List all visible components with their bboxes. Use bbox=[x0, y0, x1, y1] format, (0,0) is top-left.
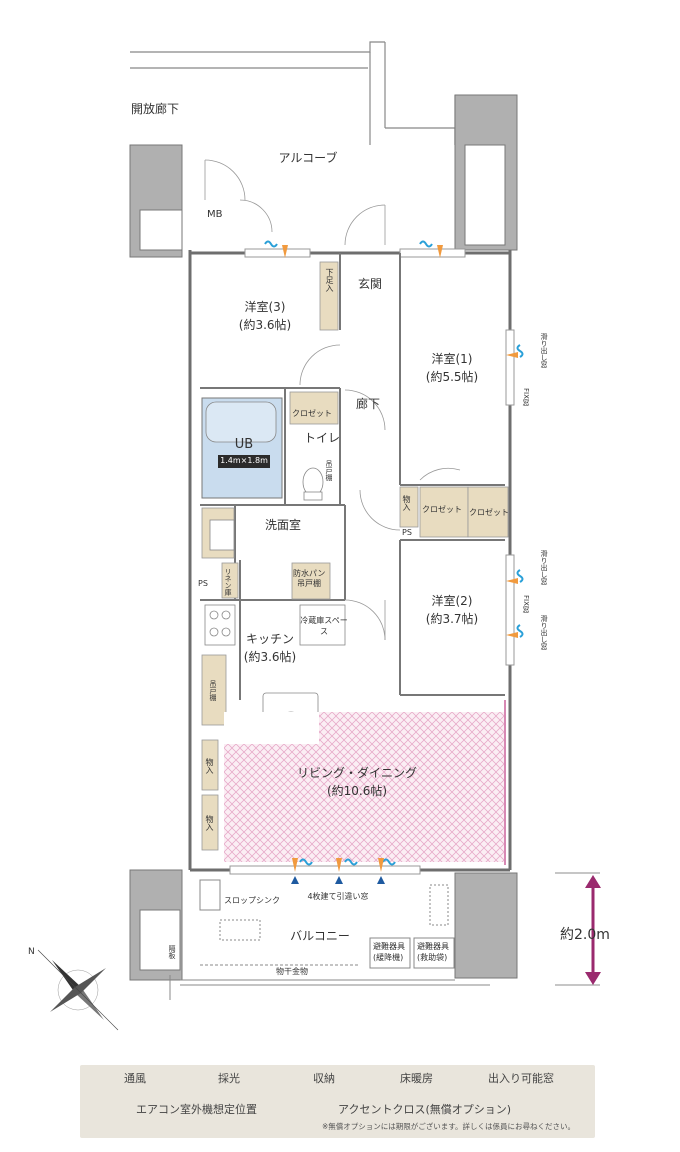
label-hanging-shelf-toilet: 吊戸棚 bbox=[325, 460, 333, 481]
room-western-3-name: 洋室(3) bbox=[244, 300, 286, 314]
label-toilet: トイレ bbox=[304, 431, 341, 445]
label-ps-2: PS bbox=[198, 579, 208, 588]
label-hanging-shelf-kitchen: 吊戸棚 bbox=[209, 680, 217, 701]
balcony-area bbox=[169, 879, 490, 1000]
label-evac-2-type: (救助袋) bbox=[417, 953, 448, 962]
legend-note: ※無償オプションには期限がございます。詳しくは係員にお尋ねください。 bbox=[322, 1122, 576, 1131]
label-balcony: バルコニー bbox=[290, 929, 350, 943]
label-waterproof-pan: 防水パン bbox=[293, 569, 326, 578]
label-fridge: 冷蔵庫スペース bbox=[300, 616, 348, 636]
door-swings bbox=[204, 159, 461, 641]
room-western-1-name: 洋室(1) bbox=[431, 352, 473, 366]
label-washroom: 洗面室 bbox=[265, 518, 302, 532]
daylight-markers bbox=[282, 245, 518, 872]
room-western-3: 洋室(3) (約3.6帖) bbox=[239, 298, 291, 334]
label-partition: 隔板 bbox=[168, 945, 176, 959]
label-entrance: 玄関 bbox=[358, 277, 383, 291]
label-slide-window-3: 滑り出し窓 bbox=[540, 615, 548, 650]
label-ps-1: PS bbox=[402, 528, 412, 537]
room-ub-name: UB bbox=[234, 437, 254, 452]
room-western-3-size: (約3.6帖) bbox=[238, 318, 292, 332]
room-western-1-size: (約5.5帖) bbox=[425, 370, 479, 384]
label-slide-window-1: 滑り出し窓 bbox=[540, 333, 548, 368]
compass-icon: N bbox=[28, 947, 119, 1031]
label-hanging-shelf-wash: 吊戸棚 bbox=[297, 579, 321, 588]
legend-accent-cloth: アクセントクロス(無償オプション) bbox=[338, 1103, 512, 1116]
label-storage-3: 物入 bbox=[205, 815, 214, 831]
label-evac-1-type: (緩降機) bbox=[373, 953, 404, 962]
label-evac-2: 避難器具 bbox=[417, 942, 449, 951]
legend-ventilation: 通風 bbox=[124, 1072, 146, 1085]
label-four-sliding-window: 4枚建て引違い窓 bbox=[307, 892, 369, 901]
label-linen: リネン庫 bbox=[224, 568, 232, 596]
label-fix-window-2: FIX窓 bbox=[522, 595, 530, 613]
label-alcove: アルコーブ bbox=[278, 151, 338, 165]
label-mb: MB bbox=[207, 209, 223, 220]
label-shoe-storage: 下足入 bbox=[325, 268, 334, 292]
toilet-fixture bbox=[302, 467, 324, 501]
legend-ac-outdoor: エアコン室外機想定位置 bbox=[136, 1103, 257, 1116]
interior-walls bbox=[200, 253, 505, 700]
label-closet-1b: クロゼット bbox=[469, 508, 509, 517]
room-living: リビング・ダイニング (約10.6帖) bbox=[297, 764, 417, 800]
svg-text:N: N bbox=[28, 947, 35, 957]
label-storage-1: 物入 bbox=[402, 495, 411, 511]
room-kitchen: キッチン (約3.6帖) bbox=[244, 630, 296, 666]
room-living-name: リビング・ダイニング bbox=[296, 766, 418, 780]
room-kitchen-name: キッチン bbox=[245, 632, 295, 646]
label-closet-1a: クロゼット bbox=[422, 505, 462, 514]
legend bbox=[80, 1065, 595, 1138]
room-western-2: 洋室(2) (約3.7帖) bbox=[426, 592, 478, 628]
room-living-size: (約10.6帖) bbox=[326, 784, 388, 798]
room-ub-size: 1.4m×1.8m bbox=[220, 456, 268, 465]
label-slop-sink: スロップシンク bbox=[224, 896, 280, 905]
room-western-2-size: (約3.7帖) bbox=[425, 612, 479, 626]
legend-floor-heating: 床暖房 bbox=[400, 1072, 433, 1085]
room-western-1: 洋室(1) (約5.5帖) bbox=[426, 350, 478, 386]
label-storage-2: 物入 bbox=[205, 758, 214, 774]
height-arrow bbox=[585, 875, 601, 985]
label-fix-window-1: FIX窓 bbox=[522, 388, 530, 406]
label-laundry-hardware: 物干金物 bbox=[276, 967, 308, 976]
room-kitchen-size: (約3.6帖) bbox=[243, 650, 297, 664]
legend-daylight: 採光 bbox=[218, 1072, 240, 1085]
legend-storage: 収納 bbox=[313, 1072, 335, 1085]
label-closet-3: クロゼット bbox=[292, 409, 332, 418]
label-open-corridor: 開放廊下 bbox=[131, 102, 180, 116]
ventilation-markers bbox=[264, 240, 524, 866]
access-window-markers bbox=[291, 876, 385, 884]
label-evac-1: 避難器具 bbox=[373, 942, 405, 951]
label-height: 約2.0m bbox=[560, 927, 610, 943]
label-slide-window-2: 滑り出し窓 bbox=[540, 550, 548, 585]
room-western-2-name: 洋室(2) bbox=[431, 594, 473, 608]
room-ub: UB bbox=[235, 436, 253, 454]
legend-accessible-window: 出入り可能窓 bbox=[488, 1072, 554, 1085]
label-corridor: 廊下 bbox=[356, 397, 381, 411]
